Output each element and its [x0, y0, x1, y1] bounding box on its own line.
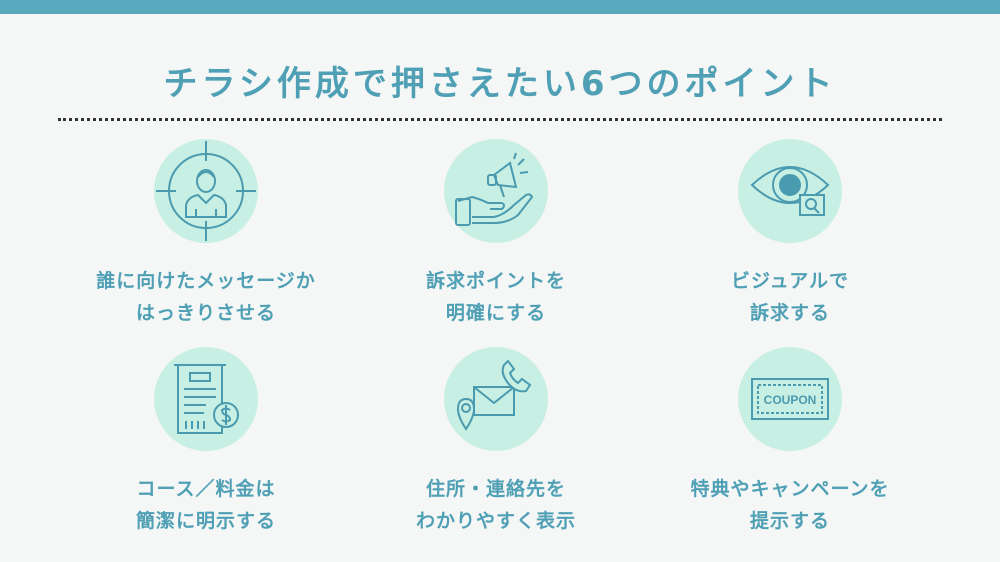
icon-circle	[444, 139, 548, 243]
icon-circle	[444, 347, 548, 451]
point-label: ビジュアルで訴求する	[730, 270, 850, 324]
icon-circle	[738, 139, 842, 243]
point-label: コース／料金は簡潔に明示する	[135, 478, 276, 532]
target-person-icon	[156, 141, 256, 241]
megaphone-hand-icon	[455, 152, 534, 226]
icon-circle	[154, 139, 258, 243]
point-label: 誰に向けたメッセージかはっきりさせる	[96, 270, 316, 324]
icon-circle: COUPON	[738, 347, 842, 451]
dotted-divider	[58, 118, 942, 121]
icon-circle	[154, 347, 258, 451]
mail-phone-pin-icon	[456, 359, 532, 431]
point-1: 誰に向けたメッセージかはっきりさせる	[56, 139, 356, 329]
page-title: チラシ作成で押さえたい6つのポイント	[163, 64, 837, 104]
svg-text:COUPON: COUPON	[764, 393, 817, 407]
point-label: 住所・連絡先をわかりやすく表示	[415, 478, 576, 532]
eye-search-icon	[750, 166, 830, 216]
point-5: 住所・連絡先をわかりやすく表示	[346, 347, 646, 537]
point-label: 訴求ポイントを明確にする	[425, 270, 566, 324]
top-bar	[0, 0, 1000, 14]
point-label: 特典やキャンペーンを提示する	[690, 478, 890, 532]
point-2: 訴求ポイントを明確にする	[346, 139, 646, 329]
point-3: ビジュアルで訴求する	[640, 139, 940, 329]
coupon-ticket-icon: COUPON	[751, 378, 829, 420]
receipt-dollar-icon	[174, 364, 239, 434]
point-6: COUPON 特典やキャンペーンを提示する	[640, 347, 940, 537]
point-4: コース／料金は簡潔に明示する	[56, 347, 356, 537]
